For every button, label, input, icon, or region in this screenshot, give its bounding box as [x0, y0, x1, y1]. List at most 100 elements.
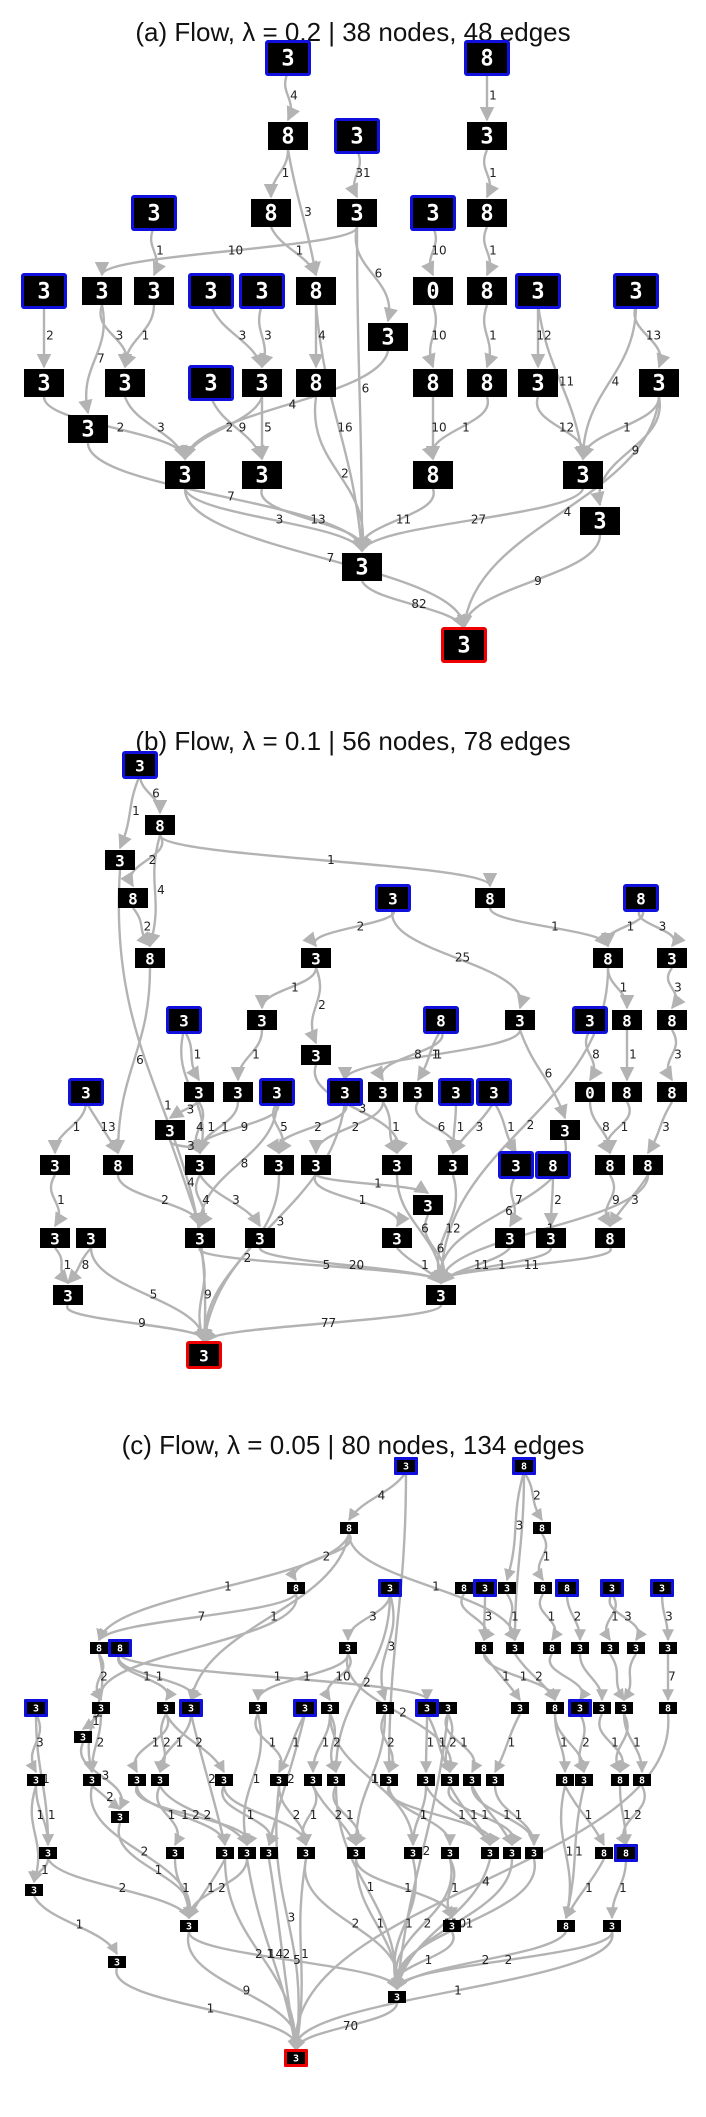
digit-node: 3	[39, 1847, 57, 1860]
flow-edge	[425, 1713, 452, 1774]
edge-weight-label: 2	[582, 1736, 590, 1750]
digit-image	[53, 1285, 83, 1305]
flow-edge	[584, 1029, 603, 1082]
edge-weight-label: 2	[287, 1772, 295, 1786]
edge-weight-label: 1	[327, 853, 335, 867]
source-node: 3	[327, 1078, 363, 1106]
digit-image	[247, 1010, 277, 1030]
digit-glyph: 3	[163, 1704, 169, 1715]
digit-image	[533, 1522, 551, 1534]
digit-image	[603, 1920, 621, 1932]
edge-weight-label: 2 1	[255, 1947, 274, 1961]
source-node: 3	[239, 273, 285, 309]
digit-node: 8	[611, 1774, 629, 1787]
digit-image	[657, 1010, 687, 1030]
digit-glyph: 3	[355, 556, 368, 581]
edge-weight-label: 1	[460, 1736, 468, 1750]
digit-image	[498, 1582, 516, 1594]
digit-image	[441, 1081, 471, 1103]
edge-weight-label: 6	[152, 787, 160, 801]
digit-image	[536, 1228, 566, 1248]
flow-edge	[149, 226, 166, 277]
edge-weight-label: 2	[244, 1251, 252, 1265]
digit-glyph: 3	[585, 1012, 595, 1031]
panel-b-title: (b) Flow, λ = 0.1 | 56 nodes, 78 edges	[135, 726, 571, 756]
digit-image	[151, 1774, 169, 1786]
digit-glyph: 3	[350, 202, 363, 227]
digit-node: 3	[155, 1120, 185, 1141]
edge-weight-label: 20	[349, 1258, 364, 1272]
digit-glyph: 3	[204, 372, 217, 397]
digit-image	[82, 277, 122, 305]
edge-weight-label: 1	[502, 1670, 510, 1684]
digit-node: 3	[337, 199, 377, 227]
edge-weight-label: 1	[252, 1048, 260, 1062]
edge-weight-label: 2	[533, 1489, 541, 1503]
digit-image	[438, 1155, 468, 1175]
digit-node: 8	[103, 1155, 133, 1176]
digit-node: 3	[463, 1774, 481, 1787]
digit-glyph: 3	[633, 1644, 639, 1655]
edge-weight-label: 3	[659, 920, 667, 934]
edge-weight-label: 2	[163, 1736, 171, 1750]
digit-node: 3	[495, 1228, 525, 1249]
flow-edge	[381, 1101, 399, 1155]
digit-node: 8	[595, 1228, 625, 1249]
edge-weight-label: 14	[268, 1947, 283, 1961]
edge-weight-label: 2	[449, 1736, 457, 1750]
edge-weight-label: 1	[520, 1670, 528, 1684]
digit-glyph: 8	[293, 1584, 299, 1595]
digit-image	[296, 1702, 314, 1714]
digit-node: 3	[518, 369, 558, 397]
digit-glyph: 8	[96, 1644, 102, 1655]
edge-weight-label: 6	[545, 1067, 553, 1081]
digit-image	[242, 461, 282, 489]
digit-glyph: 3	[340, 1084, 350, 1103]
edge-weight-label: 2	[554, 1193, 562, 1207]
edge-weight-label: 2	[149, 853, 157, 867]
flow-edge	[482, 149, 500, 199]
digit-node: 3	[368, 323, 408, 351]
digit-glyph: 3	[436, 1287, 446, 1306]
digit-glyph: 3	[204, 280, 217, 305]
digit-glyph: 8	[485, 890, 495, 909]
flow-edge	[67, 1247, 92, 1285]
edge-weight-label: 1	[515, 1808, 523, 1822]
digit-node: 8	[546, 1702, 564, 1715]
flow-edge	[637, 907, 686, 948]
source-node: 3	[293, 1699, 317, 1717]
flow-edge	[134, 1785, 258, 1847]
flow-edge	[509, 1471, 526, 1642]
digit-glyph: 3	[195, 1230, 205, 1249]
digit-glyph: 3	[607, 1644, 613, 1655]
flow-edge	[32, 1895, 119, 1956]
flow-edge	[330, 1593, 392, 1774]
digit-glyph: 3	[509, 1849, 515, 1860]
digit-glyph: 3	[577, 1704, 583, 1715]
digit-glyph: 3	[257, 1012, 267, 1031]
digit-node: 8	[467, 199, 507, 227]
digit-glyph: 8	[117, 1644, 123, 1655]
digit-node: 8	[595, 1155, 625, 1176]
digit-glyph: 3	[511, 1157, 521, 1176]
flow-edge	[407, 1785, 428, 1847]
edge-weight-label: 1	[481, 1808, 489, 1822]
digit-glyph: 8	[426, 464, 439, 489]
flow-edge	[308, 1101, 385, 1155]
edge-weight-label: 11	[396, 513, 411, 527]
digit-glyph: 8	[622, 1084, 632, 1103]
digit-node: 3	[575, 1774, 593, 1787]
source-node: 3	[265, 40, 311, 76]
digit-glyph: 3	[410, 1849, 416, 1860]
edge-weight-label: 3	[116, 329, 124, 343]
flow-edge	[245, 1858, 301, 2052]
edge-weight-label: 1	[575, 1845, 583, 1859]
edge-weight-label: 9	[241, 1120, 249, 1134]
digit-node: 3	[339, 1642, 357, 1655]
source-node: 8	[108, 1639, 132, 1657]
digit-node: 8	[145, 815, 175, 836]
digit-node: 3	[413, 1195, 443, 1216]
panel-c: (c) Flow, λ = 0.05 | 80 nodes, 134 edges	[0, 1400, 706, 2117]
